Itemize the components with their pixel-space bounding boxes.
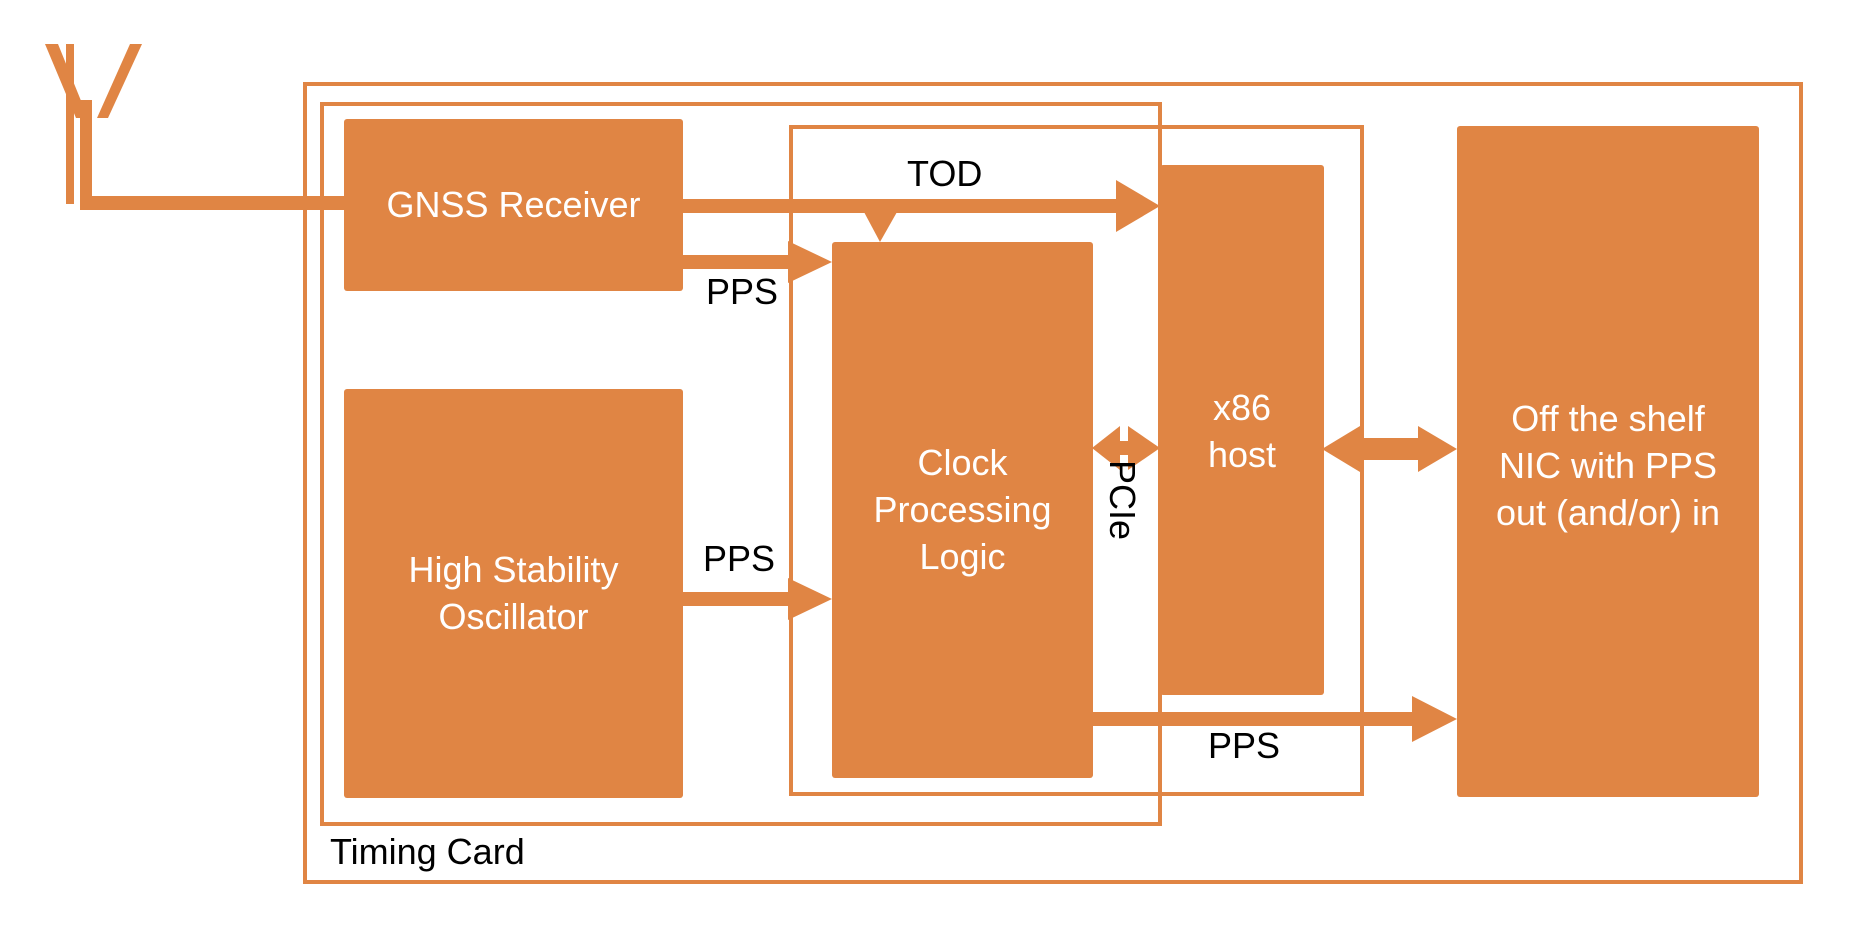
nic-block: Off the shelf NIC with PPS out (and/or) …	[1457, 126, 1759, 797]
pps-gnss-arrow	[680, 241, 832, 283]
pcie-double-arrow	[1092, 426, 1160, 470]
pcie-label: PCIe	[1102, 460, 1143, 541]
timing-card-label: Timing Card	[330, 831, 525, 872]
oscillator-block: High Stability Oscillator	[344, 389, 683, 798]
fpga-frame	[789, 125, 1364, 796]
antenna-feed-line	[80, 196, 344, 210]
pps-out-arrow	[1092, 696, 1457, 742]
nic-label: Off the shelf NIC with PPS out (and/or) …	[1495, 398, 1721, 533]
clock-processing-label: Clock Processing Logic	[873, 442, 1052, 577]
host-nic-double-arrow	[1322, 426, 1457, 472]
gnss-receiver-label: GNSS Receiver	[386, 183, 641, 225]
pps-osc-arrow	[680, 578, 832, 620]
host-block: x86 host	[1160, 165, 1324, 695]
pps-gnss-label: PPS	[706, 271, 779, 312]
gnss-receiver-block: GNSS Receiver	[344, 119, 683, 291]
timing-card-frame	[303, 82, 1803, 884]
host-label: x86 host	[1207, 387, 1277, 475]
pps-osc-label: PPS	[703, 538, 776, 579]
antenna-icon	[45, 44, 142, 204]
oscillator-label: High Stability Oscillator	[408, 548, 619, 637]
tod-branch-arrow	[864, 212, 897, 242]
pps-out-label: PPS	[1208, 725, 1281, 766]
clock-processing-block: Clock Processing Logic	[832, 242, 1093, 778]
tod-label: TOD	[907, 153, 983, 194]
